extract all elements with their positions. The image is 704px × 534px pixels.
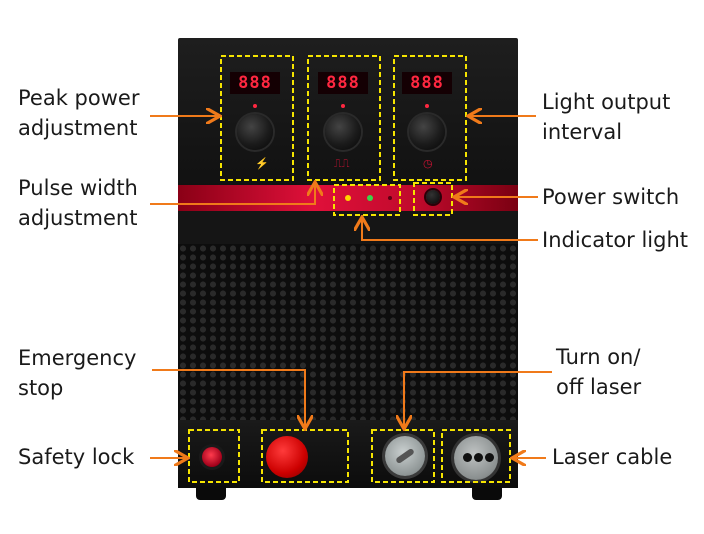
peak-power-box	[220, 55, 294, 181]
pulse-width-display: 888	[318, 72, 368, 94]
turn-on-box	[371, 429, 435, 483]
peak-power-knob[interactable]	[237, 114, 273, 150]
laser-cable-label: Laser cable	[552, 445, 673, 469]
indicator-box	[333, 184, 401, 216]
power-switch-button[interactable]	[426, 190, 440, 204]
peak-power-led	[253, 104, 257, 108]
connector-pin-center	[474, 453, 483, 462]
indicator-light-label: Indicator light	[542, 228, 689, 252]
safety-lock-box	[188, 429, 240, 483]
pulse-width-knob[interactable]	[325, 114, 361, 150]
indicator-light-green	[367, 195, 373, 201]
interval-led	[425, 104, 429, 108]
pulse-width-arrow	[150, 184, 315, 205]
power-switch-box	[413, 182, 453, 216]
indicator-arrow	[362, 219, 538, 241]
safety-lock-label: Safety lock	[18, 445, 135, 469]
connector-pin-left	[463, 453, 472, 462]
peak-power-label-1: Peak power	[18, 86, 140, 110]
indicator-light-yellow	[345, 195, 351, 201]
pulse-width-box	[307, 55, 381, 181]
interval-knob[interactable]	[409, 114, 445, 150]
turn-on-arrow	[404, 371, 552, 427]
pulse-width-led	[341, 104, 345, 108]
emergency-stop-label-1: Emergency	[18, 346, 137, 370]
clock-icon: ◷	[423, 158, 433, 170]
right-foot	[472, 486, 502, 500]
light-interval-label-1: Light output	[542, 90, 671, 114]
ventilation-grille	[178, 244, 518, 429]
safety-lock-socket[interactable]	[202, 447, 222, 467]
interval-box	[393, 55, 467, 181]
pulse-wave-icon: ⎍⎍	[334, 158, 350, 170]
peak-power-label-2: adjustment	[18, 116, 138, 140]
interval-display: 888	[402, 72, 452, 94]
emergency-stop-button[interactable]	[266, 436, 308, 478]
pulse-width-label-1: Pulse width	[18, 176, 138, 200]
power-switch-label: Power switch	[542, 185, 680, 209]
laser-cable-box	[441, 429, 511, 483]
emergency-stop-label-2: stop	[18, 376, 64, 400]
lightning-icon: ⚡	[255, 158, 269, 170]
connector-pin-right	[485, 453, 494, 462]
light-interval-label-2: interval	[542, 120, 623, 144]
emergency-arrow	[152, 369, 305, 427]
indicator-light-off	[388, 196, 392, 200]
left-foot	[196, 486, 226, 500]
peak-power-display: 888	[230, 72, 280, 94]
pulse-width-label-2: adjustment	[18, 206, 138, 230]
cabinet-shoulder	[178, 205, 518, 245]
control-panel	[178, 38, 518, 188]
emergency-stop-box	[261, 429, 349, 483]
turn-on-label-2: off laser	[556, 375, 642, 399]
turn-on-label-1: Turn on/	[556, 345, 641, 369]
